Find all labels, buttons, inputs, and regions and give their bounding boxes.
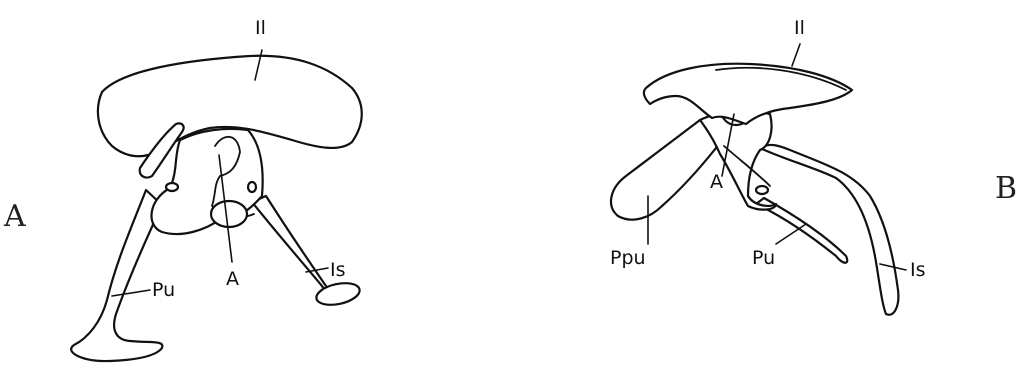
- label-prepubis-b: Ppu: [610, 247, 646, 269]
- label-pubis-b: Pu: [752, 247, 775, 269]
- pubic-foramen-a: [166, 183, 178, 191]
- label-ilium-a: Il: [255, 17, 266, 39]
- panel-a: A Il A Pu Is: [3, 17, 362, 361]
- foramen-b: [756, 186, 768, 194]
- panel-a-letter: A: [3, 199, 26, 234]
- label-ischium-b: Is: [910, 259, 926, 281]
- ilium-b: [644, 64, 852, 124]
- label-ischium-a: Is: [330, 259, 346, 281]
- label-acetabulum-a: A: [226, 268, 239, 290]
- ischial-foramen-a: [248, 182, 256, 192]
- pubis-a: [71, 190, 162, 361]
- leader-pubis-b: [776, 224, 806, 244]
- label-acetabulum-b: A: [710, 171, 723, 193]
- prepubis-b: [611, 120, 717, 220]
- panel-b: B Il A Ppu Pu Is: [610, 17, 1017, 315]
- leader-ilium-b: [792, 44, 800, 66]
- label-ilium-b: Il: [794, 17, 805, 39]
- acetabular-foramen-a: [211, 201, 247, 227]
- label-pubis-a: Pu: [152, 279, 175, 301]
- ischium-a: [252, 196, 336, 302]
- panel-b-letter: B: [995, 171, 1017, 206]
- ischium-b: [760, 145, 898, 315]
